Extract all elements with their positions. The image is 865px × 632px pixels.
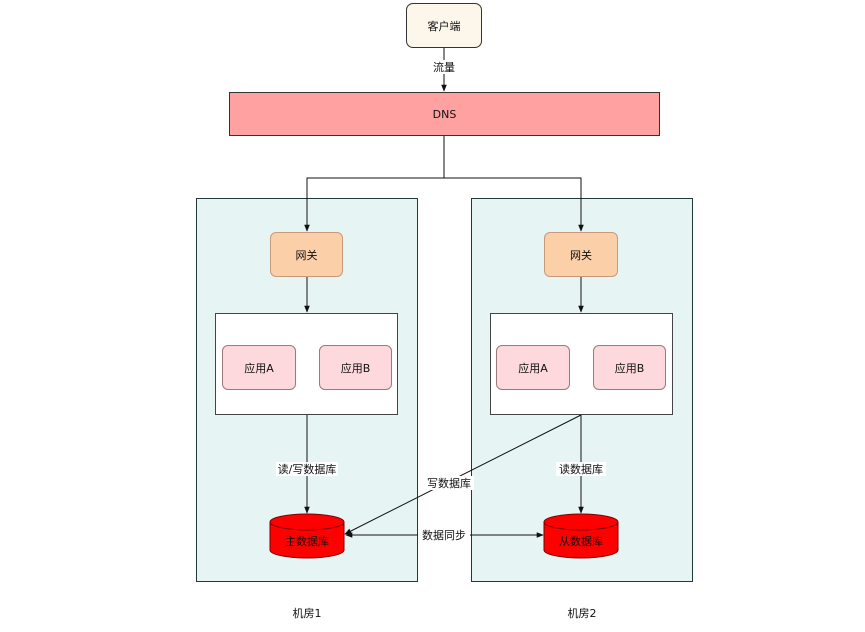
app-b-room-1: 应用B bbox=[319, 345, 392, 390]
dns-label: DNS bbox=[432, 107, 457, 121]
app-a-room-2: 应用A bbox=[496, 345, 570, 390]
edge-label-write-db: 写数据库 bbox=[424, 476, 474, 490]
gateway-node-room-1: 网关 bbox=[270, 232, 343, 277]
gateway-node-room-2: 网关 bbox=[544, 232, 618, 277]
database-primary-icon bbox=[269, 513, 345, 559]
room-2-label: 机房2 bbox=[567, 607, 597, 620]
database-replica-label: 从数据库 bbox=[559, 535, 603, 548]
edge-label-data-sync: 数据同步 bbox=[418, 528, 470, 542]
gateway-label: 网关 bbox=[570, 248, 592, 262]
dns-node: DNS bbox=[229, 92, 660, 136]
app-label: 应用B bbox=[340, 361, 371, 375]
edge-label-read-db: 读数据库 bbox=[556, 462, 606, 476]
edge-label-traffic: 流量 bbox=[426, 60, 462, 74]
app-label: 应用B bbox=[614, 361, 645, 375]
database-primary-label: 主数据库 bbox=[285, 535, 329, 548]
client-node: 客户端 bbox=[406, 3, 482, 48]
app-a-room-1: 应用A bbox=[222, 345, 296, 390]
database-replica-icon bbox=[543, 513, 619, 559]
app-b-room-2: 应用B bbox=[593, 345, 666, 390]
edge-apps2-db1-write bbox=[344, 414, 582, 535]
room-1-label: 机房1 bbox=[292, 607, 322, 620]
edge-label-read-write-db: 读/写数据库 bbox=[276, 462, 338, 476]
edge-dns-gateway-2 bbox=[444, 177, 584, 232]
edge-dns-gateway-1 bbox=[304, 136, 445, 232]
client-label: 客户端 bbox=[427, 19, 461, 33]
app-label: 应用A bbox=[518, 361, 548, 375]
app-label: 应用A bbox=[244, 361, 274, 375]
gateway-label: 网关 bbox=[295, 248, 318, 262]
